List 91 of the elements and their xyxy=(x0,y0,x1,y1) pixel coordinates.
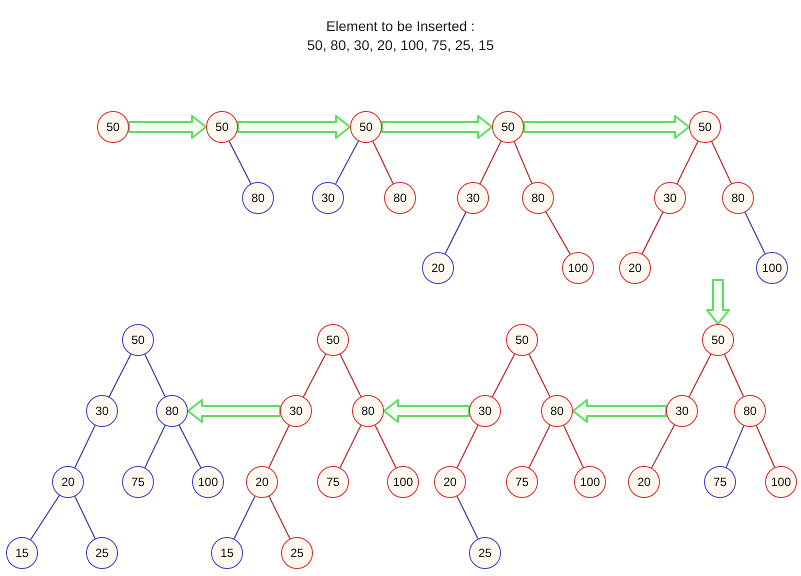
tree-edge-line xyxy=(563,425,584,468)
tree-node-circle: 25 xyxy=(86,537,118,569)
tree-edge-line xyxy=(456,496,478,539)
insertion-sequence: 50, 80, 30, 20, 100, 75, 25, 15 xyxy=(306,37,495,53)
tree-node-circle: 80 xyxy=(734,395,766,427)
tree-edge-line xyxy=(528,425,550,468)
tree-edge-line xyxy=(144,354,166,397)
tree-node-circle: 20 xyxy=(52,466,84,498)
tree-edge-line xyxy=(528,354,550,397)
tree-node-circle: 30 xyxy=(469,395,501,427)
block-arrow xyxy=(237,115,351,139)
tree-node-circle: 100 xyxy=(562,252,594,284)
tree-node-circle: 20 xyxy=(619,252,651,284)
tree-node-circle: 50 xyxy=(206,111,238,143)
tree-node-circle: 15 xyxy=(6,537,38,569)
tree-node-circle: 20 xyxy=(434,466,466,498)
tree-edge-line xyxy=(30,495,60,540)
block-arrow xyxy=(383,399,470,423)
title: Element to be Inserted : xyxy=(325,18,476,34)
tree-node-circle: 50 xyxy=(506,324,538,356)
tree-edge-line xyxy=(302,354,326,398)
tree-node-circle: 100 xyxy=(756,252,788,284)
tree-node-circle: 100 xyxy=(765,466,797,498)
tree-node-circle: 30 xyxy=(86,395,118,427)
tree-node-circle: 100 xyxy=(192,466,224,498)
tree-edge-line xyxy=(228,141,252,184)
tree-node-circle: 80 xyxy=(156,395,188,427)
tree-node-circle: 80 xyxy=(384,182,416,214)
tree-node-circle: 30 xyxy=(457,182,489,214)
tree-edge-line xyxy=(144,425,166,468)
tree-edge-line xyxy=(456,425,478,468)
tree-node-circle: 30 xyxy=(666,395,698,427)
tree-edge-line xyxy=(340,354,362,397)
tree-node-circle: 20 xyxy=(628,466,660,498)
tree-node-circle: 75 xyxy=(704,466,736,498)
tree-node-circle: 80 xyxy=(242,182,274,214)
tree-node-circle: 80 xyxy=(541,395,573,427)
tree-node-circle: 25 xyxy=(469,537,501,569)
block-arrow xyxy=(187,399,281,423)
tree-node-circle: 50 xyxy=(702,324,734,356)
tree-edge-line xyxy=(372,141,394,184)
tree-edge-line xyxy=(340,425,362,468)
tree-node-circle: 30 xyxy=(280,395,312,427)
tree-edge-line xyxy=(744,212,766,254)
tree-node-circle: 75 xyxy=(122,466,154,498)
tree-edge-line xyxy=(642,212,664,254)
block-arrow xyxy=(381,115,493,139)
tree-node-circle: 75 xyxy=(317,466,349,498)
tree-edge-line xyxy=(480,141,502,184)
tree-edge-line xyxy=(234,496,256,539)
tree-node-circle: 50 xyxy=(97,111,129,143)
tree-node-circle: 50 xyxy=(689,111,721,143)
tree-node-circle: 30 xyxy=(654,182,686,214)
tree-node-circle: 100 xyxy=(574,466,606,498)
tree-edge-line xyxy=(756,425,776,468)
tree-edge-line xyxy=(492,354,516,398)
block-arrow xyxy=(128,115,207,139)
tree-edge-line xyxy=(724,354,744,397)
tree-edge-line xyxy=(268,496,290,539)
tree-node-circle: 25 xyxy=(281,537,313,569)
tree-node-circle: 50 xyxy=(122,324,154,356)
tree-node-circle: 20 xyxy=(246,466,278,498)
tree-node-circle: 80 xyxy=(352,395,384,427)
tree-edge-line xyxy=(726,425,744,468)
tree-node-circle: 15 xyxy=(211,537,243,569)
tree-node-circle: 80 xyxy=(522,182,554,214)
tree-node-circle: 30 xyxy=(312,182,344,214)
tree-node-circle: 50 xyxy=(492,111,524,143)
tree-edge-line xyxy=(268,425,290,468)
tree-edge-line xyxy=(688,354,712,397)
tree-node-circle: 50 xyxy=(350,111,382,143)
tree-node-circle: 75 xyxy=(506,466,538,498)
block-arrow xyxy=(523,115,690,139)
tree-edge-line xyxy=(676,141,698,184)
tree-edge-line xyxy=(108,354,132,397)
tree-edge-line xyxy=(711,141,732,184)
block-arrow xyxy=(706,279,730,325)
tree-node-circle: 50 xyxy=(317,324,349,356)
tree-edge-line xyxy=(514,141,532,184)
tree-node-circle: 80 xyxy=(722,182,754,214)
tree-edge-line xyxy=(178,425,202,468)
tree-edge-line xyxy=(545,212,571,254)
block-arrow xyxy=(572,399,667,423)
tree-edge-line xyxy=(74,425,96,468)
tree-edge-line xyxy=(335,140,359,184)
tree-node-circle: 20 xyxy=(422,252,454,284)
tree-edge-line xyxy=(74,496,96,539)
tree-node-circle: 100 xyxy=(387,466,419,498)
tree-edge-line xyxy=(374,425,396,468)
tree-edge-line xyxy=(444,212,466,254)
tree-edge-line xyxy=(651,424,675,468)
